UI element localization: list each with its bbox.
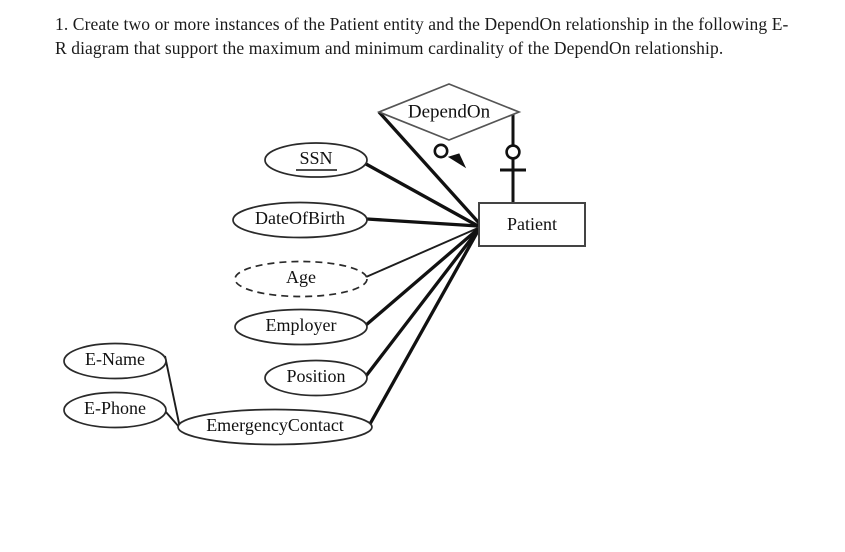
optional-circle-icon [505,144,521,160]
attribute-age[interactable]: Age [234,260,368,298]
attribute-label: Position [286,366,345,386]
attribute-ellipse-shape [177,408,373,446]
attribute-position[interactable]: Position [264,359,368,397]
connector-dateofbirth-patient [366,217,479,228]
connector-age-patient [365,227,479,278]
attribute-label: E-Name [85,349,145,369]
attribute-ellipse-shape [63,391,167,429]
attribute-label: E-Phone [84,398,146,418]
connector-position-patient [364,228,480,378]
attribute-label: SSN [299,148,332,168]
attribute-label: Employer [266,315,337,335]
connector-employer-patient [364,227,480,327]
attribute-ellipse-shape [232,201,368,239]
attribute-ellipse-shape [234,308,368,346]
entity-rect-shape [478,202,586,247]
attribute-label: DateOfBirth [255,208,345,228]
attribute-dateofbirth[interactable]: DateOfBirth [232,201,368,239]
connector-emergencycontact-patient [368,230,480,425]
question-text: 1. Create two or more instances of the P… [55,14,789,59]
attribute-label: Age [286,267,316,287]
relationship-dependon[interactable]: DependOn [376,83,522,141]
attribute-ephone[interactable]: E-Phone [63,391,167,429]
crowsfoot-arrow-icon [447,153,467,169]
attribute-ssn[interactable]: SSN [264,142,368,178]
attribute-label: EmergencyContact [206,415,344,435]
attribute-ellipse-shape [264,359,368,397]
attribute-ename[interactable]: E-Name [63,342,167,380]
attribute-emergencycontact[interactable]: EmergencyContact [177,408,373,446]
connector-ssn-patient [365,162,479,228]
optional-circle-icon [433,143,449,159]
connector-dependon-patient-left [377,110,481,225]
entity-patient[interactable]: Patient [478,202,586,247]
cardinality-optional-many [433,143,467,169]
connector-ephone-emergencycontact [164,410,181,429]
entity-label: Patient [507,214,557,234]
connector-ename-emergencycontact [164,355,181,429]
attribute-ellipse-shape [63,342,167,380]
attribute-ellipse-dashed-shape [234,260,368,298]
composite-connectors [164,355,181,429]
diamond-shape [376,83,522,141]
cardinality-optional-one [500,144,526,172]
attribute-ellipse-shape [264,142,368,178]
attribute-employer[interactable]: Employer [234,308,368,346]
attribute-connectors [364,162,480,425]
relationship-label: DependOn [408,101,491,122]
